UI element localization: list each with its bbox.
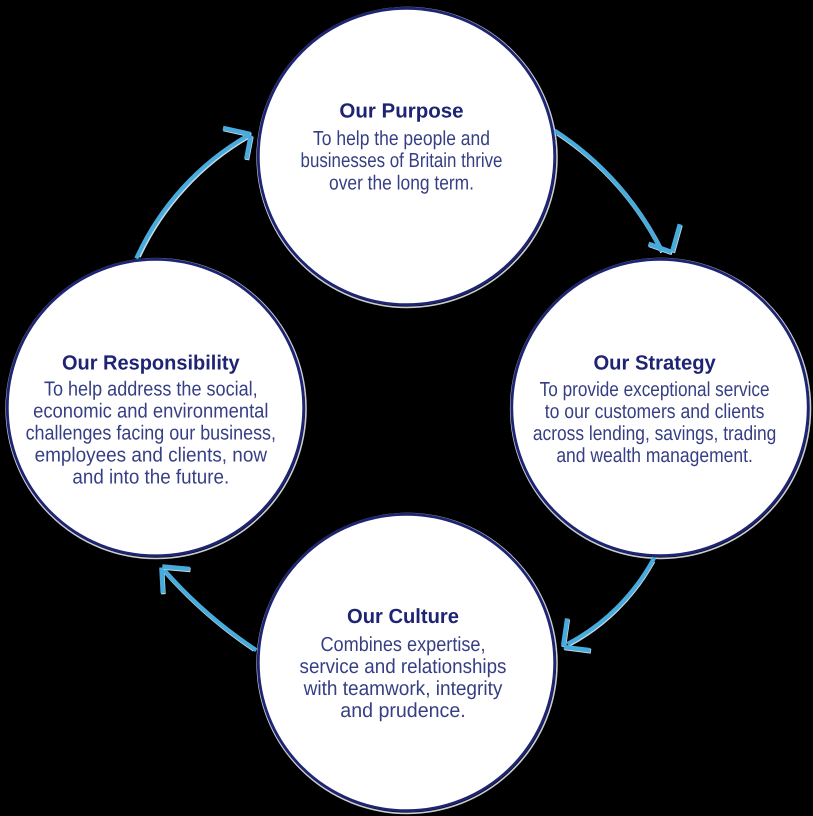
svg-text:across lending, savings, tradi: across lending, savings, trading [533,423,776,445]
svg-text:Our Strategy: Our Strategy [593,352,716,375]
svg-text:employees and clients, now: employees and clients, now [35,445,268,467]
svg-text:and prudence.: and prudence. [340,700,465,722]
svg-text:To help the people and: To help the people and [313,128,490,150]
svg-text:service and relationships: service and relationships [300,656,507,678]
svg-text:and into the future.: and into the future. [72,467,229,489]
svg-text:Combines expertise,: Combines expertise, [320,634,485,656]
svg-text:Our Culture: Our Culture [347,605,459,628]
svg-text:and wealth management.: and wealth management. [556,445,753,467]
svg-text:over the long term.: over the long term. [329,172,474,194]
svg-text:Our Responsibility: Our Responsibility [62,351,240,374]
svg-text:to our customers and clients: to our customers and clients [545,401,765,423]
svg-text:businesses of Britain thrive: businesses of Britain thrive [301,150,503,172]
svg-text:To help address the social,: To help address the social, [44,379,258,401]
svg-text:with teamwork, integrity: with teamwork, integrity [303,678,504,700]
svg-text:economic and environmental: economic and environmental [33,401,268,423]
svg-text:challenges facing our business: challenges facing our business, [26,423,276,445]
svg-text:To provide exceptional service: To provide exceptional service [540,379,770,401]
svg-text:Our Purpose: Our Purpose [339,100,463,123]
